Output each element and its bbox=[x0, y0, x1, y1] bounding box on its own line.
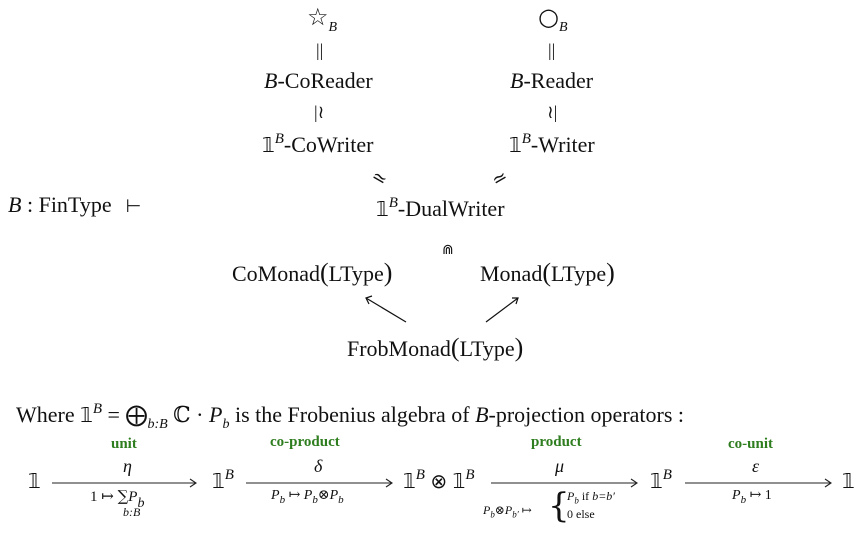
label-product: product bbox=[531, 434, 582, 450]
map-coproduct: Pb ↦ Pb⊗Pb bbox=[271, 488, 344, 506]
node-dualwriter: 𝟙B-DualWriter bbox=[376, 195, 505, 221]
object-one-end: 𝟙 bbox=[842, 469, 855, 493]
object-one-start: 𝟙 bbox=[28, 469, 41, 493]
symbol-delta: δ bbox=[314, 456, 323, 476]
map-counit: Pb ↦ 1 bbox=[732, 488, 772, 506]
brace: { bbox=[548, 486, 570, 526]
node-cowriter: 𝟙B-CoWriter bbox=[262, 131, 374, 157]
object-oneB-tensor-oneB: 𝟙B ⊗ 𝟙B bbox=[403, 467, 475, 493]
node-star-b: ☆B bbox=[307, 3, 338, 35]
case-one: Pb if b=b′ bbox=[567, 489, 615, 506]
case-two: 0 else bbox=[567, 507, 595, 521]
object-oneB-2: 𝟙B bbox=[650, 467, 672, 493]
symbol-mu: μ bbox=[555, 456, 565, 476]
caption-line: Where 𝟙B = ⨁b:B ℂ · Pb is the Frobenius … bbox=[16, 401, 685, 432]
node-monad: Monad(LType) bbox=[480, 258, 615, 287]
relation-iso-right: ≀| bbox=[547, 102, 558, 122]
relation-iso-left: |≀ bbox=[314, 102, 325, 122]
symbol-eta: η bbox=[123, 456, 132, 476]
node-frobmonad: FrobMonad(LType) bbox=[347, 333, 524, 362]
turnstile-symbol: ⊢ bbox=[125, 196, 142, 217]
map-product: Pb⊗Pb′ ↦ bbox=[483, 503, 532, 520]
node-circle-b: ○B bbox=[538, 3, 568, 35]
star-icon: ☆ bbox=[307, 3, 329, 31]
node-coreader: B-CoReader bbox=[264, 68, 373, 93]
relation-inclusion: ⋒ bbox=[442, 242, 454, 258]
node-comonad: CoMonad(LType) bbox=[232, 258, 393, 287]
node-reader: B-Reader bbox=[510, 68, 594, 93]
node-writer: 𝟙B-Writer bbox=[509, 131, 595, 157]
context-judgement: B : FinType⊢ bbox=[8, 192, 142, 217]
relation-equal-right: || bbox=[548, 40, 556, 60]
label-unit: unit bbox=[111, 436, 137, 452]
object-oneB-1: 𝟙B bbox=[212, 467, 234, 493]
symbol-epsilon: ε bbox=[752, 456, 760, 476]
label-counit: co-unit bbox=[728, 436, 773, 452]
circle-icon: ○ bbox=[538, 3, 559, 31]
label-coproduct: co-product bbox=[270, 434, 340, 450]
map-unit: 1 ↦ ∑Pb b:B bbox=[90, 487, 145, 519]
relation-equal-left: || bbox=[316, 40, 324, 60]
